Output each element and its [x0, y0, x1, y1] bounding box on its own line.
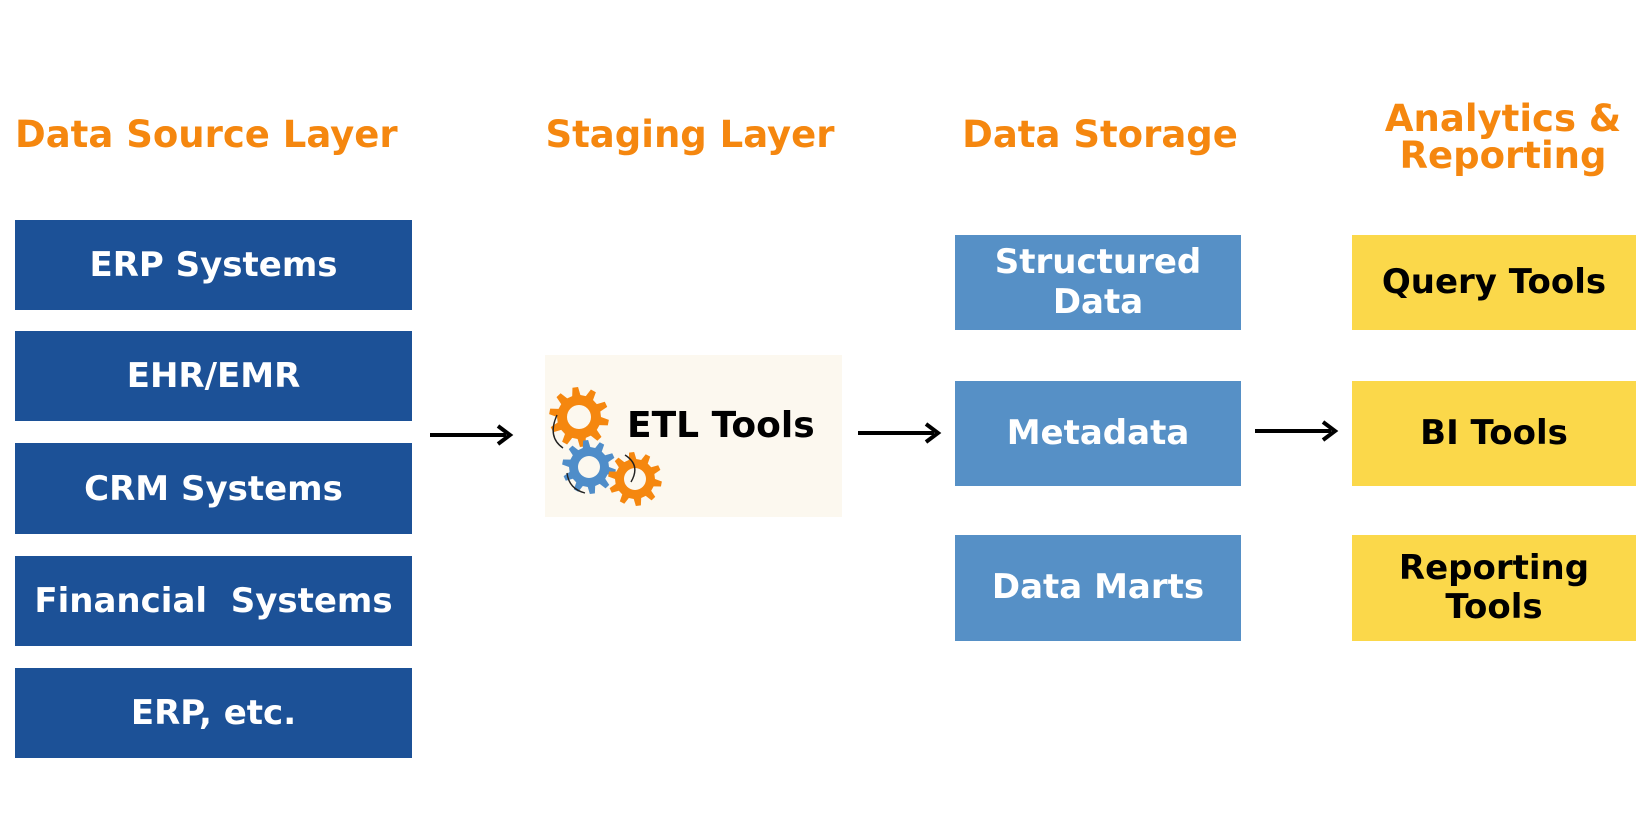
gear-orange-small-icon: [608, 452, 662, 506]
storage-layer-title: Data Storage: [962, 113, 1238, 156]
source-box-erp-systems: ERP Systems: [15, 220, 412, 310]
source-layer-title: Data Source Layer: [15, 113, 398, 156]
analytics-box-bi-tools: BI Tools: [1352, 381, 1636, 486]
gear-blue-icon: [562, 440, 616, 494]
rotation-arrow-icon: [624, 454, 636, 483]
storage-box-structured-data: Structured Data: [955, 235, 1241, 330]
gears-icon: [549, 387, 662, 506]
storage-box-data-marts: Data Marts: [955, 535, 1241, 641]
etl-tools-box: ETL Tools: [545, 355, 842, 517]
analytics-layer-title: Analytics & Reporting: [1384, 97, 1622, 177]
rotation-arrow-icon: [552, 414, 564, 449]
source-box-financial-systems: Financial Systems: [15, 556, 412, 646]
analytics-box-reporting-tools: Reporting Tools: [1352, 535, 1636, 641]
source-box-crm-systems: CRM Systems: [15, 443, 412, 534]
analytics-box-query-tools: Query Tools: [1352, 235, 1636, 330]
rotation-arrow-icon: [566, 472, 586, 494]
etl-tools-label: ETL Tools: [627, 405, 815, 446]
storage-box-metadata: Metadata: [955, 381, 1241, 486]
source-box-erp-etc: ERP, etc.: [15, 668, 412, 758]
arrow-staging-to-storage: [858, 422, 942, 444]
source-box-ehr-emr: EHR/EMR: [15, 331, 412, 421]
arrow-source-to-staging: [430, 424, 514, 446]
arrow-storage-to-analytics: [1255, 420, 1339, 442]
gear-orange-large-icon: [549, 387, 609, 447]
staging-layer-title: Staging Layer: [545, 113, 835, 156]
